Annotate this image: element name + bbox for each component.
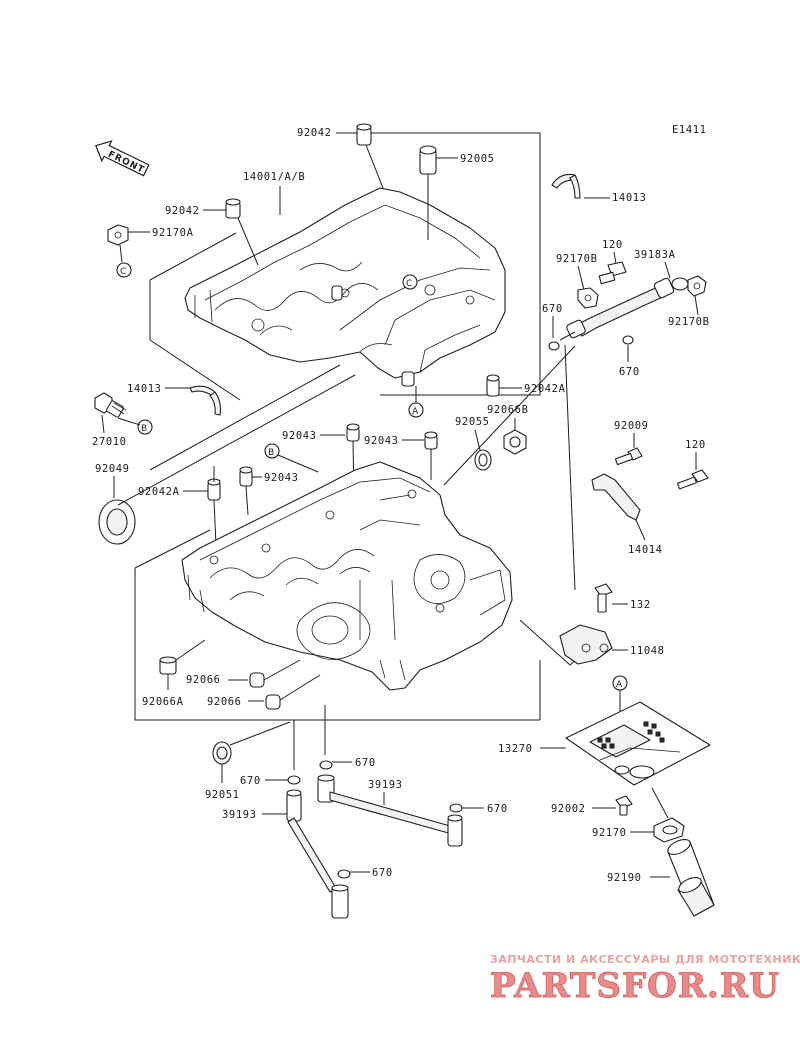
oring-670-b [622, 335, 634, 345]
oil-pipe-39183A [566, 277, 689, 339]
label-92066B: 92066B [487, 404, 529, 416]
label-39193-left: 39193 [222, 809, 257, 821]
ref-a-lower-text: A [616, 680, 623, 690]
oil-pipe-39193-right [317, 774, 463, 847]
tube-92190 [667, 839, 715, 917]
seal-92049 [98, 499, 136, 545]
dowel-92042A-right [486, 374, 500, 397]
plug-92066-a [249, 672, 265, 688]
clamp-92170B-left [577, 287, 599, 309]
label-92066A: 92066A [142, 696, 184, 708]
dowel-92042-top [356, 123, 384, 189]
bolt-120-mid [676, 469, 709, 490]
oring-670-d [287, 775, 301, 785]
clamp-92170A [107, 224, 129, 263]
ref-circle-c-upper [402, 274, 418, 290]
lower-crankcase [181, 461, 513, 691]
dowel-92043-b [424, 431, 438, 480]
label-92170B-right: 92170B [668, 316, 710, 328]
seal-92051 [212, 741, 232, 765]
oring-92055 [474, 449, 492, 471]
ref-c-upper-text: C [406, 279, 412, 289]
label-92049: 92049 [95, 463, 130, 475]
watermark-logo: ЗАПЧАСТИ И АКСЕССУАРЫ ДЛЯ МОТОТЕХНИКИ PA… [490, 953, 800, 1007]
ref-b-left-text: B [141, 424, 147, 434]
label-92055: 92055 [455, 416, 490, 428]
clamp-92170B-right [687, 275, 707, 297]
label-92009: 92009 [614, 420, 649, 432]
label-120-mid: 120 [685, 439, 706, 451]
label-13270: 13270 [498, 743, 533, 755]
label-92043-b: 92043 [364, 435, 399, 447]
bolt-92002 [615, 795, 633, 816]
oring-670-e [449, 803, 463, 813]
label-670-e: 670 [487, 803, 508, 815]
label-92051: 92051 [205, 789, 240, 801]
label-120-top: 120 [602, 239, 623, 251]
oil-pipe-39193-left [286, 789, 349, 919]
label-92042-top: 92042 [297, 127, 332, 139]
plug-92066B [503, 429, 527, 455]
label-14013-top: 14013 [612, 192, 647, 204]
label-92170B-left: 92170B [556, 253, 598, 265]
label-92002: 92002 [551, 803, 586, 815]
label-670-b: 670 [619, 366, 640, 378]
label-92170: 92170 [592, 827, 627, 839]
label-670-c: 670 [355, 757, 376, 769]
plug-92066A [159, 656, 177, 675]
label-39183A: 39183A [634, 249, 676, 261]
ref-c-left-text: C [120, 267, 126, 277]
dowel-92042A-left [207, 466, 221, 546]
label-92042A-right: 92042A [524, 383, 566, 395]
label-92042-left: 92042 [165, 205, 200, 217]
label-670-f: 670 [372, 867, 393, 879]
label-670-d: 670 [240, 775, 261, 787]
label-39193-right: 39193 [368, 779, 403, 791]
plug-92066-b [265, 694, 281, 710]
oring-670-f [337, 869, 351, 879]
label-14001: 14001/A/B [243, 171, 305, 183]
bracket-14014 [591, 473, 641, 521]
label-92043-a: 92043 [282, 430, 317, 442]
oring-670-a [548, 341, 560, 351]
ref-b-lower-text: B [268, 448, 274, 458]
label-11048: 11048 [630, 645, 665, 657]
label-92190: 92190 [607, 872, 642, 884]
label-92170A: 92170A [152, 227, 194, 239]
diagram-code: E1411 [672, 124, 707, 136]
label-92043-c: 92043 [264, 472, 299, 484]
dowel-92042-left [225, 198, 259, 266]
label-92066-a: 92066 [186, 674, 221, 686]
bolt-92009 [614, 447, 643, 466]
label-14014: 14014 [628, 544, 663, 556]
upper-crankcase [184, 187, 506, 387]
label-92042A-left: 92042A [138, 486, 180, 498]
bearing-14013-left [189, 385, 221, 416]
part-92005 [419, 145, 437, 240]
dowel-92043-c [239, 466, 253, 516]
baffle-plate-13270 [565, 701, 711, 786]
ref-a-upper-text: A [412, 407, 419, 417]
front-arrow-icon: FRONT [95, 140, 150, 177]
label-92066-b: 92066 [207, 696, 242, 708]
ref-circle-c-left [116, 262, 132, 278]
upper-case-boundary [149, 132, 541, 401]
label-14013-left: 14013 [127, 383, 162, 395]
bracket-11048 [559, 624, 613, 665]
label-132: 132 [630, 599, 651, 611]
plug-27010 [94, 392, 127, 418]
ref-circle-b-left [137, 419, 153, 435]
oring-670-c [319, 760, 333, 770]
label-27010: 27010 [92, 436, 127, 448]
label-92005: 92005 [460, 153, 495, 165]
label-670-a: 670 [542, 303, 563, 315]
clamp-92170 [653, 817, 685, 843]
ref-circle-b-lower [264, 443, 280, 459]
watermark-subtitle: ЗАПЧАСТИ И АКСЕССУАРЫ ДЛЯ МОТОТЕХНИКИ [490, 953, 800, 966]
bearing-14013-top [551, 173, 581, 199]
watermark-logo-text: PARTSFOR.RU [490, 966, 780, 1006]
bolt-132 [594, 583, 613, 613]
bolt-120-top [598, 261, 627, 285]
